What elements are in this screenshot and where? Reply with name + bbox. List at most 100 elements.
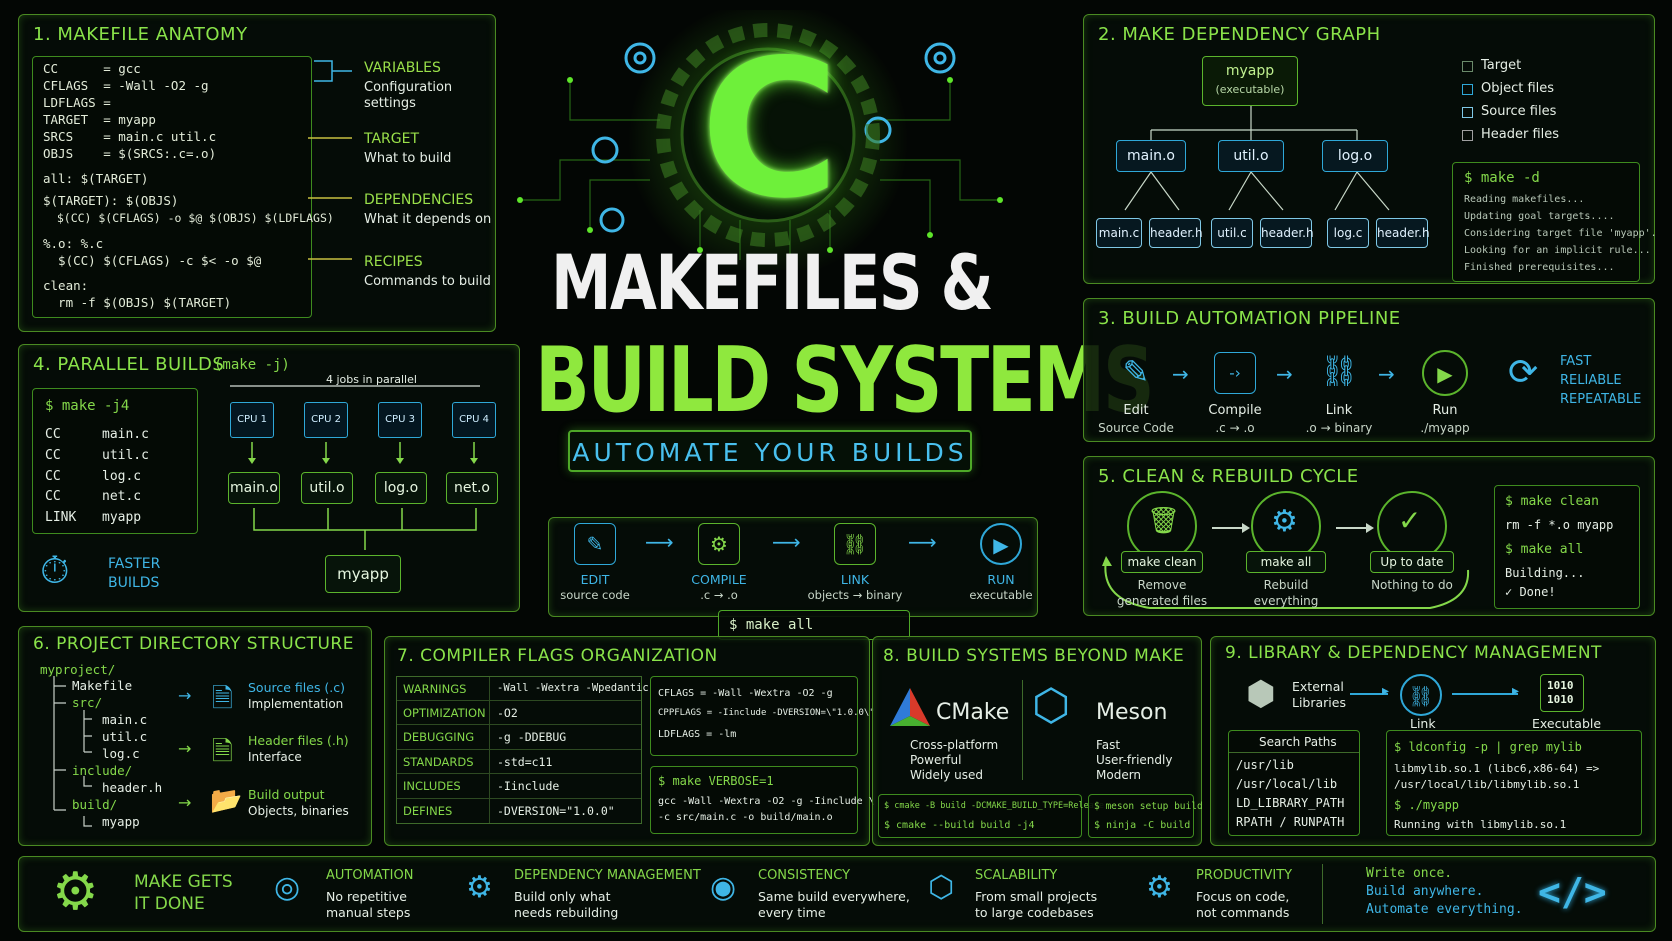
parallel-object: main.o bbox=[228, 472, 280, 504]
scalability-icon: ⬡ bbox=[928, 870, 955, 905]
flags-value: -std=c11 bbox=[497, 755, 553, 769]
footer-item-desc: From small projects bbox=[975, 889, 1098, 904]
ldconfig-line: $ ./myapp bbox=[1394, 798, 1460, 812]
play-icon: ▶ bbox=[980, 523, 1022, 565]
automation-icon: ◎ bbox=[274, 870, 301, 905]
flags-var-line: CFLAGS = -Wall -Wextra -O2 -g bbox=[658, 688, 833, 699]
graph-root-node: myapp (executable) bbox=[1202, 56, 1298, 106]
footer-divider bbox=[1322, 864, 1323, 924]
pipeline-panel bbox=[1083, 298, 1655, 442]
clean-step-desc: everything bbox=[1253, 594, 1319, 608]
debug-command: $ make -d bbox=[1464, 170, 1540, 186]
pipeline-benefit: FAST bbox=[1560, 354, 1592, 369]
arrow-icon: → bbox=[178, 739, 192, 758]
ldconfig-line: /usr/local/lib/libmylib.so.1 bbox=[1394, 778, 1580, 791]
graph-object-node: main.o bbox=[1116, 140, 1186, 172]
ldconfig-line: $ ldconfig -p | grep mylib bbox=[1394, 740, 1582, 754]
flags-title: 7. COMPILER FLAGS ORGANIZATION bbox=[397, 646, 718, 666]
play-icon: ▶ bbox=[1422, 350, 1468, 396]
arrow-icon: → bbox=[1378, 362, 1395, 386]
libs-title: 9. LIBRARY & DEPENDENCY MANAGEMENT bbox=[1225, 643, 1602, 663]
dir-entry: main.c bbox=[102, 712, 148, 727]
dir-entry: header.h bbox=[102, 780, 163, 795]
flags-row bbox=[397, 701, 641, 725]
legend-label: Target bbox=[1481, 58, 1522, 73]
code-line: $(TARGET): $(OBJS) bbox=[43, 193, 179, 208]
verbose-terminal bbox=[650, 766, 858, 834]
cmake-logo bbox=[890, 688, 930, 726]
search-path: LD_LIBRARY_PATH bbox=[1236, 796, 1345, 810]
graph-leaf-node: header.h bbox=[1149, 218, 1203, 248]
clean-title: 5. CLEAN & REBUILD CYCLE bbox=[1098, 466, 1359, 487]
debug-line: Reading makefiles... bbox=[1464, 194, 1585, 205]
graph-object-node: log.o bbox=[1322, 140, 1388, 172]
debug-line: Finished prerequisites... bbox=[1464, 262, 1615, 273]
jobs-label: 4 jobs in parallel bbox=[326, 373, 417, 386]
footer-motto: Build anywhere. bbox=[1366, 884, 1484, 899]
arrow-icon: → bbox=[178, 686, 192, 705]
legend-swatch-target bbox=[1462, 61, 1473, 72]
search-path: /usr/local/lib bbox=[1236, 777, 1338, 791]
search-path: RPATH / RUNPATH bbox=[1236, 815, 1345, 829]
search-paths-divider bbox=[1229, 752, 1359, 753]
verbose-cmd: $ make VERBOSE=1 bbox=[658, 774, 774, 788]
arrow-icon: → bbox=[178, 793, 192, 812]
dir-entry: include/ bbox=[72, 763, 133, 778]
cmake-cmd: $ cmake -B build -DCMAKE_BUILD_TYPE=Rele… bbox=[884, 801, 1105, 811]
dependency-icon: ⚙ bbox=[466, 870, 493, 905]
parallel-cmd: $ make -j4 bbox=[45, 398, 130, 414]
hero-step-sub: .c → .o bbox=[700, 588, 738, 602]
arrow-icon: ⟶ bbox=[645, 530, 674, 554]
clean-term-line: Building... bbox=[1505, 566, 1585, 580]
dir-legend-title: Build output bbox=[248, 787, 325, 802]
hero: C MAKEFILES & BUILD SYSTEMS AUTOMATE YOU… bbox=[500, 10, 1155, 570]
hero-step-sub: executable bbox=[969, 588, 1033, 602]
parallel-terminal bbox=[32, 388, 198, 534]
arrow-icon: ⟶ bbox=[908, 530, 937, 554]
gear-icon: ⚙ bbox=[1271, 504, 1298, 539]
dir-legend-desc: Objects, binaries bbox=[248, 804, 349, 818]
code-line: CC = gcc bbox=[43, 61, 141, 76]
anatomy-label-name: DEPENDENCIES bbox=[364, 192, 474, 208]
pipeline-step-sub: ./myapp bbox=[1420, 421, 1470, 435]
flags-category: INCLUDES bbox=[403, 779, 461, 793]
search-paths-box bbox=[1228, 730, 1360, 836]
verbose-output: -c src/main.c -o build/main.o bbox=[658, 812, 833, 823]
graph-title: 2. MAKE DEPENDENCY GRAPH bbox=[1098, 24, 1381, 45]
libs-arrow-line bbox=[1350, 693, 1388, 695]
pipeline-step-label: Run bbox=[1432, 403, 1458, 418]
cpu-chip: CPU 3 bbox=[378, 402, 422, 438]
hero-title-line1: MAKEFILES & bbox=[551, 238, 994, 327]
footer-item-title: SCALABILITY bbox=[975, 868, 1058, 883]
cmake-cmd: $ cmake --build build -j4 bbox=[884, 820, 1035, 831]
binary-icon: 1010 1010 bbox=[1540, 674, 1584, 712]
pipeline-step-label: Link bbox=[1325, 403, 1353, 418]
verbose-output: gcc -Wall -Wextra -O2 -g -Iinclude \ bbox=[658, 796, 875, 807]
consistency-icon: ◉ bbox=[710, 870, 737, 905]
code-line: rm -f $(OBJS) $(TARGET) bbox=[43, 295, 232, 310]
cubes-icon: ⬢ bbox=[1246, 674, 1276, 714]
clean-step-desc: Rebuild bbox=[1263, 578, 1309, 592]
link-icon: ⛓ bbox=[1400, 674, 1442, 716]
source-file-icon: 🗎 bbox=[212, 684, 233, 714]
hero-subtitle: AUTOMATE YOUR BUILDS bbox=[572, 438, 968, 467]
up-to-date-button: Up to date bbox=[1370, 551, 1454, 573]
clean-term-line: ✓ Done! bbox=[1505, 585, 1556, 599]
check-circle-icon: ✓ bbox=[1398, 504, 1422, 537]
ldconfig-line: libmylib.so.1 (libc6,x86-64) => bbox=[1394, 762, 1600, 775]
anatomy-label-desc: What to build bbox=[364, 151, 452, 166]
parallel-object: util.o bbox=[301, 472, 353, 504]
legend-label: Source files bbox=[1481, 104, 1557, 119]
dir-entry: log.c bbox=[102, 746, 140, 761]
meson-terminal bbox=[1088, 794, 1194, 838]
parallel-row-file: myapp bbox=[102, 510, 142, 525]
cmake-name: CMake bbox=[936, 700, 1010, 725]
footer-item-title: DEPENDENCY MANAGEMENT bbox=[514, 868, 701, 883]
anatomy-label-name: TARGET bbox=[364, 131, 420, 147]
legend-swatch-header bbox=[1462, 130, 1473, 141]
graph-root-label: myapp bbox=[1225, 63, 1275, 79]
code-line: $(CC) $(CFLAGS) -o $@ $(OBJS) $(LDFLAGS) bbox=[43, 211, 334, 225]
link-icon: ⛓ bbox=[1319, 354, 1359, 389]
dirs-title: 6. PROJECT DIRECTORY STRUCTURE bbox=[33, 634, 354, 654]
flags-value: -DVERSION="1.0.0" bbox=[497, 804, 615, 818]
